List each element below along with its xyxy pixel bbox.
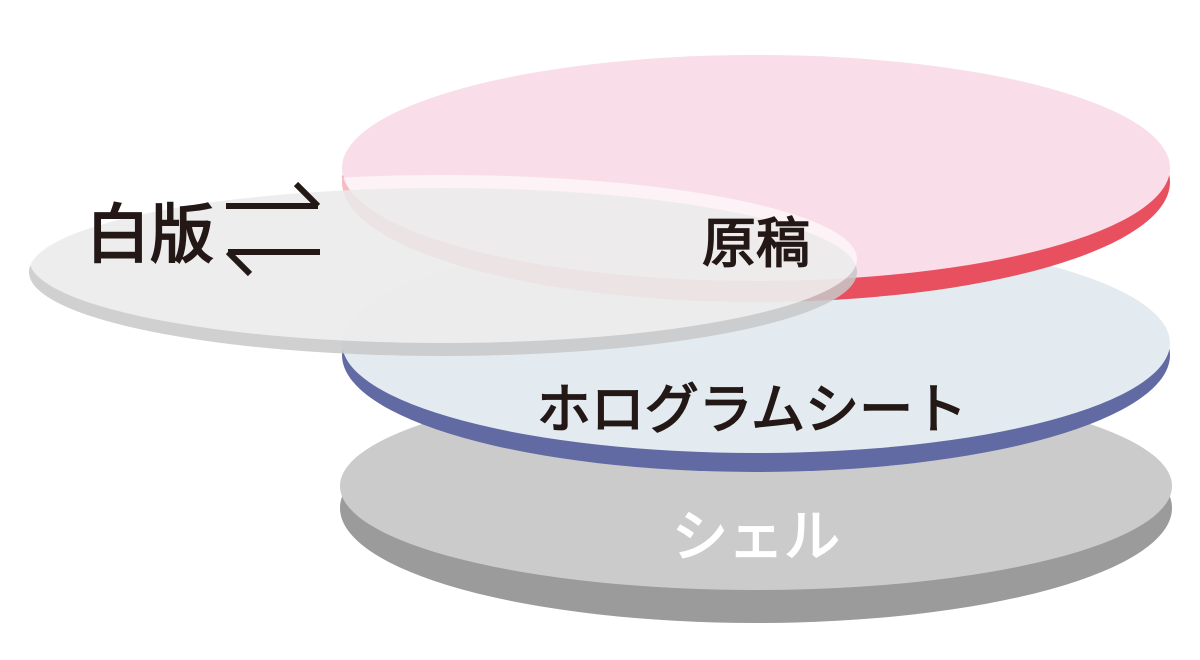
swap-arrows-icon (225, 181, 321, 277)
hologram-sheet-label: ホログラムシート (537, 378, 967, 441)
white-plate-top (29, 175, 857, 343)
shell-label: シェル (672, 505, 840, 570)
original-label: 原稿 (702, 212, 810, 275)
white-plate-label: 白版 (86, 199, 214, 273)
white-plate-layer (29, 175, 857, 356)
